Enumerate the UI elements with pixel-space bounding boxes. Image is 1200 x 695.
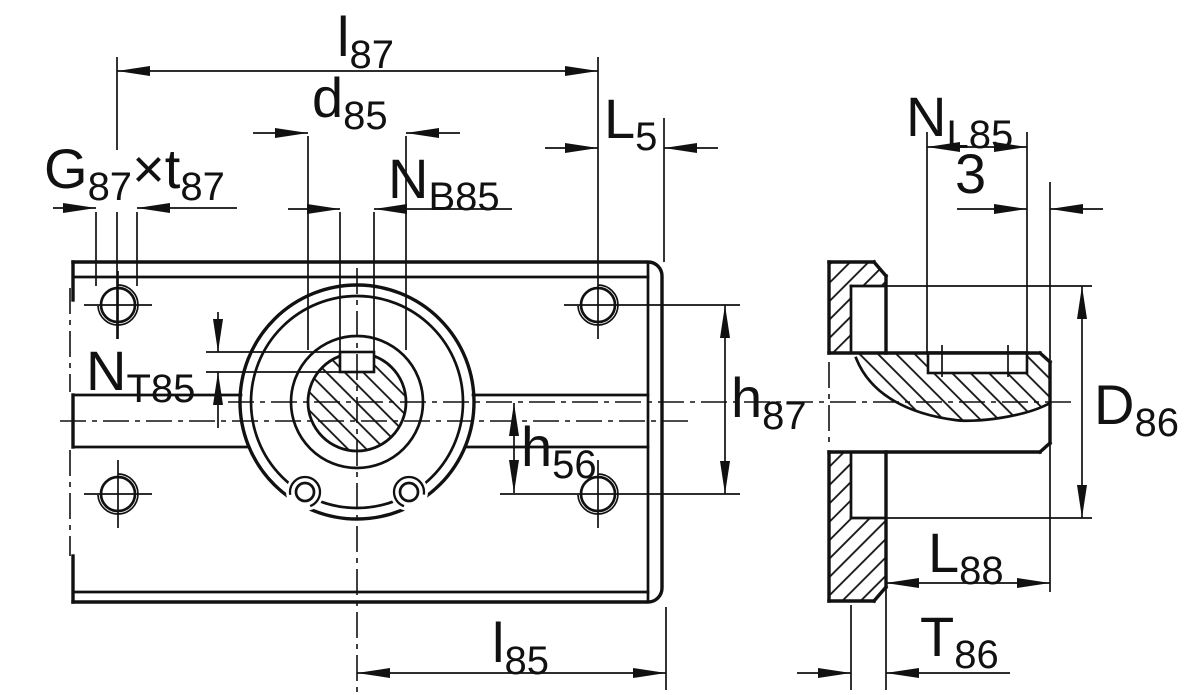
dim-label-3: 3 [955, 142, 986, 205]
plate-section-bottom [829, 452, 886, 601]
dim-label-h87: h87 [731, 366, 807, 438]
dim-label-t86: T86 [920, 605, 999, 677]
dim-label-l5: L5 [604, 87, 657, 159]
dim-label-nb85: NB85 [388, 147, 500, 219]
front-view-dimensions: l87 d85 G87×t87 NB85 L5 NT85 h87 h56 l85 [44, 5, 807, 690]
dim-label-l88: L88 [928, 521, 1004, 593]
front-view [60, 260, 1075, 692]
dim-label-nt85: NT85 [86, 339, 195, 411]
dim-label-d85: d85 [312, 66, 388, 138]
dim-label-h56: h56 [521, 415, 597, 487]
dim-label-l85: l85 [492, 611, 549, 683]
spherical-seat-arc [854, 356, 1052, 423]
plate-section-top [829, 262, 886, 353]
dim-label-l87: l87 [337, 5, 394, 77]
dim-label-g87xt87: G87×t87 [44, 137, 225, 209]
dim-label-d86: D86 [1094, 373, 1179, 445]
side-view-dimensions: NL85 3 D86 L88 T86 [797, 85, 1179, 690]
side-view [827, 259, 1053, 604]
dim-label-nl85: NL85 [906, 85, 1013, 157]
